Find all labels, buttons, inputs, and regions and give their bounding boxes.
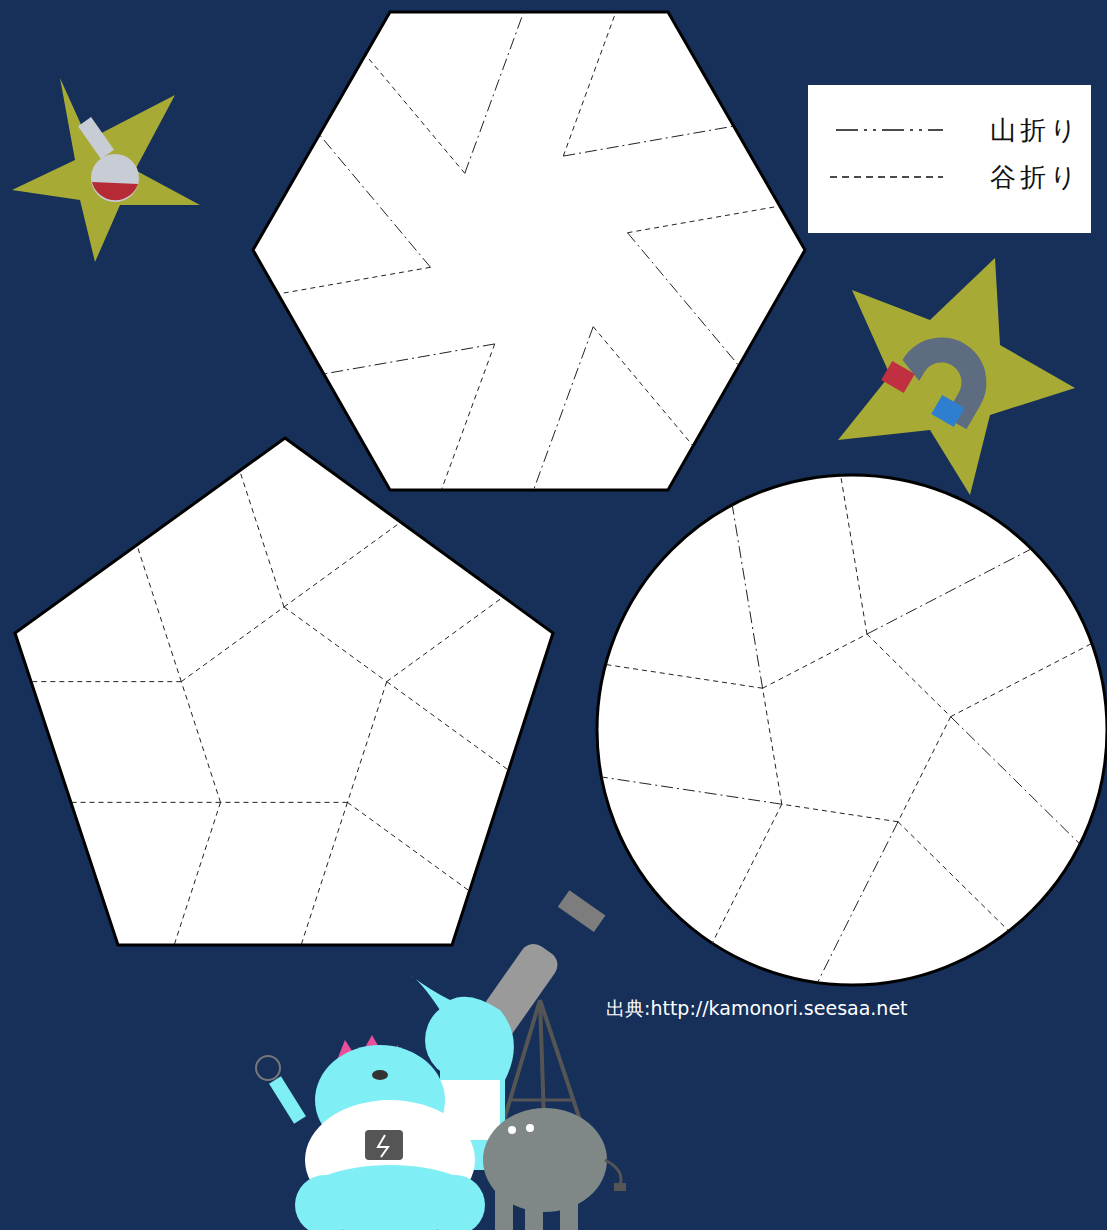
crease-line <box>284 607 387 682</box>
crease-line <box>763 634 867 688</box>
crease-line <box>387 597 504 682</box>
crease-line <box>324 344 495 374</box>
crease-line <box>534 327 594 490</box>
crease-line <box>627 206 779 233</box>
crease-line <box>563 126 733 156</box>
hexagon-paper <box>253 12 805 490</box>
legend-samples <box>808 85 1091 233</box>
crease-line <box>441 344 494 490</box>
crease-line <box>712 804 782 943</box>
crease-line <box>951 717 1080 845</box>
source-credit: 出典:http://kamonori.seesaa.net <box>606 996 908 1022</box>
crease-line <box>301 802 347 945</box>
crease-line <box>137 545 181 682</box>
pentagon-paper <box>15 438 553 945</box>
legend-box: 山折り谷折り <box>808 85 1091 233</box>
crease-line <box>284 522 401 607</box>
legend-text: 山折り <box>990 115 1081 145</box>
crease-line <box>867 549 1032 634</box>
crease-line <box>898 822 1009 931</box>
crease-line <box>181 682 220 803</box>
crease-line <box>563 12 616 156</box>
crease-line <box>601 777 781 804</box>
crease-line <box>31 681 181 682</box>
crease-line <box>71 802 221 803</box>
valley-sample <box>830 176 943 178</box>
blue-creature-front <box>256 1035 485 1230</box>
crease-line <box>606 665 763 689</box>
legend-text: 谷折り <box>990 162 1081 192</box>
crease-line <box>174 802 220 945</box>
crease-lines <box>31 12 1092 983</box>
mountain-sample <box>836 129 943 131</box>
crease-line <box>627 233 738 366</box>
crease-line <box>817 822 898 983</box>
crease-line <box>365 55 464 174</box>
crease-line <box>347 802 469 891</box>
flask-star <box>12 78 200 262</box>
crease-line <box>181 607 284 682</box>
crease-line <box>593 327 693 446</box>
crease-line <box>898 717 951 822</box>
crease-line <box>841 475 867 634</box>
crease-line <box>240 471 284 607</box>
crease-line <box>732 505 762 688</box>
crease-line <box>782 804 898 822</box>
crease-line <box>867 634 951 717</box>
crease-line <box>278 267 430 294</box>
crease-line <box>951 643 1092 716</box>
crease-line <box>387 682 509 771</box>
crease-line <box>347 682 386 803</box>
magnet-star <box>838 258 1075 495</box>
grey-elephant <box>483 1108 626 1230</box>
crease-line <box>465 12 524 173</box>
crease-line <box>763 688 782 804</box>
circle-paper <box>597 475 1107 985</box>
crease-line <box>221 802 348 803</box>
crease-line <box>319 135 430 268</box>
